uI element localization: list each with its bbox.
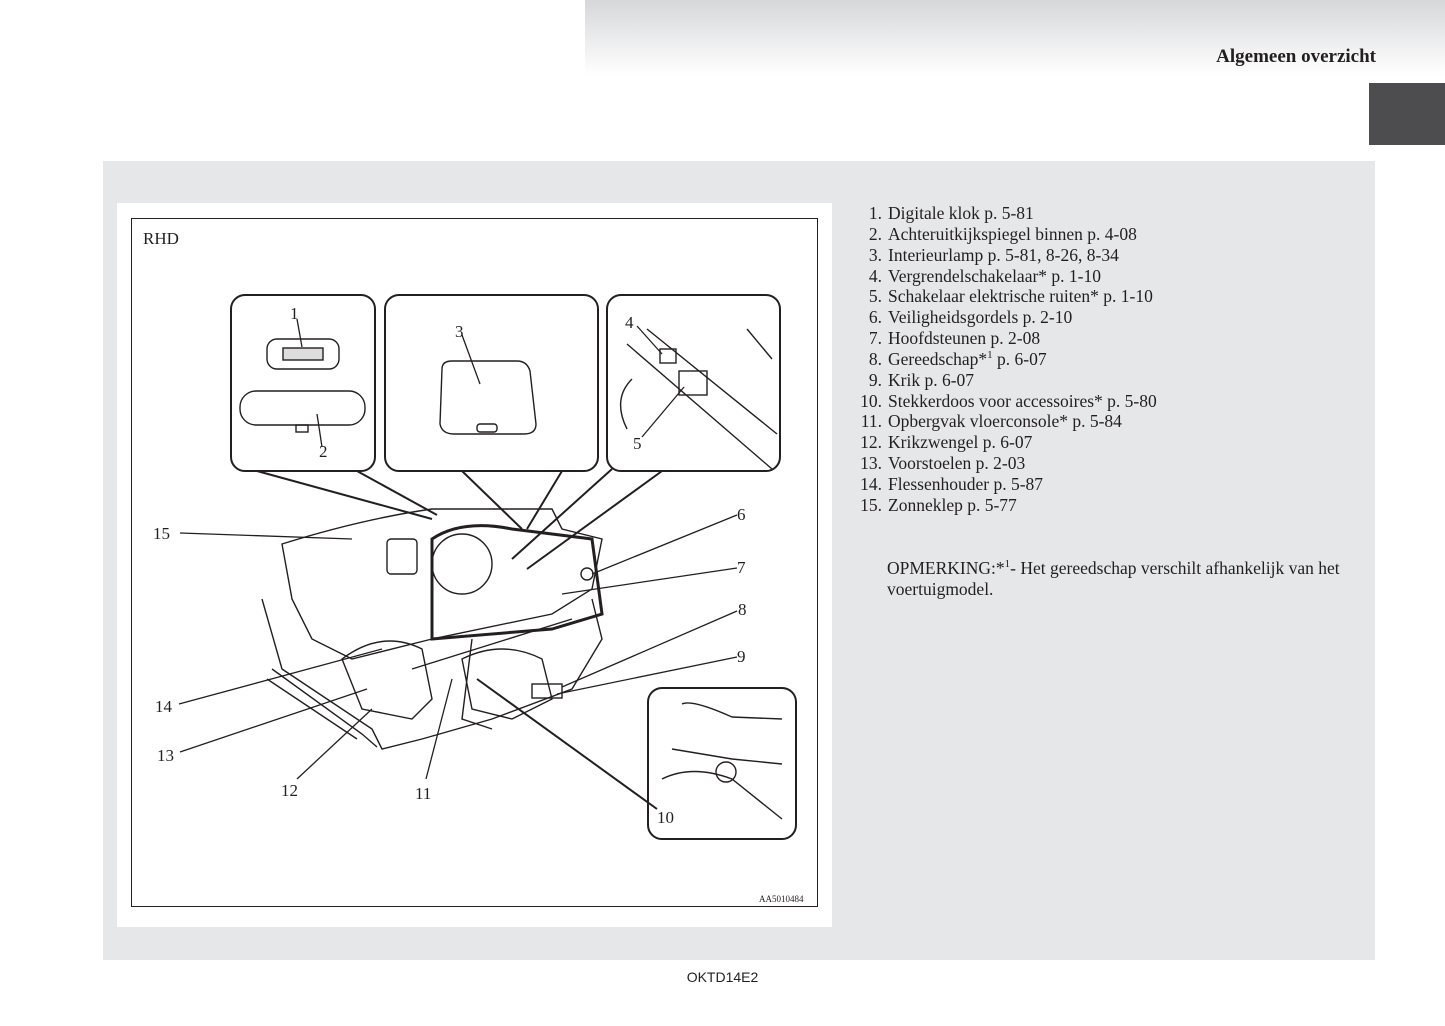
legend-number: 10.: [860, 390, 882, 411]
figure-frame: RHD 1 2 3 4 5 6 7 8 9 10 11 12 13 14 15 …: [131, 218, 818, 907]
inset-accessory-socket: [647, 687, 797, 840]
legend-number: 8.: [868, 348, 882, 369]
legend-number: 5.: [868, 286, 882, 307]
callout-2: 2: [319, 442, 328, 461]
footnote-marker: 1: [987, 349, 993, 362]
callout-8: 8: [738, 600, 747, 619]
legend-number: 15.: [860, 494, 882, 515]
callout-6: 6: [737, 505, 746, 524]
section-title: Algemeen overzicht: [1216, 46, 1376, 67]
legend-item: 11. Opbergvak vloerconsole* p. 5-84: [852, 411, 1157, 432]
legend-text: Opbergvak vloerconsole* p. 5-84: [888, 411, 1122, 432]
legend-text: Krikzwengel p. 6-07: [888, 432, 1033, 453]
callout-7: 7: [737, 558, 746, 577]
socket-icon: [715, 761, 737, 783]
legend-text: Stekkerdoos voor accessoires* p. 5-80: [888, 390, 1157, 411]
leader-lines: [178, 318, 738, 810]
legend-item: 15. Zonneklep p. 5-77: [852, 495, 1157, 516]
legend-item: 1. Digitale klok p. 5-81: [852, 203, 1157, 224]
legend-page-ref: p. 6-07: [992, 348, 1047, 369]
legend-text: Schakelaar elektrische ruiten* p. 1-10: [888, 286, 1153, 307]
note-prefix: OPMERKING:*: [887, 558, 1005, 578]
callout-1: 1: [290, 304, 299, 323]
legend-text: Digitale klok p. 5-81: [888, 203, 1034, 223]
interior-illustration: RHD 1 2 3 4 5 6 7 8 9 10 11 12 13 14 15 …: [143, 229, 804, 904]
legend-text: Vergrendelschakelaar* p. 1-10: [888, 265, 1101, 286]
legend-item: 6. Veiligheidsgordels p. 2-10: [852, 307, 1157, 328]
legend-text: Achteruitkijkspiegel binnen p. 4-08: [888, 223, 1137, 244]
interior-overview-figure: RHD 1 2 3 4 5 6 7 8 9 10 11 12 13 14 15 …: [117, 203, 832, 927]
legend-item: 14. Flessenhouder p. 5-87: [852, 474, 1157, 495]
legend-item: 4. Vergrendelschakelaar* p. 1-10: [852, 266, 1157, 287]
legend-text: Veiligheidsgordels p. 2-10: [888, 307, 1073, 328]
callout-3: 3: [455, 322, 464, 341]
legend-text: Voorstoelen p. 2-03: [888, 453, 1026, 474]
note: OPMERKING:*1- Het gereedschap verschilt …: [887, 558, 1372, 600]
cabin-sketch: [261, 508, 604, 750]
inset-interior-lamp: [384, 294, 599, 472]
legend-number: 1.: [868, 203, 882, 223]
callout-15: 15: [153, 524, 170, 543]
legend-text: Krik p. 6-07: [888, 369, 975, 390]
lamp-icon: [439, 360, 537, 435]
footnote-marker: 1: [1004, 558, 1011, 571]
inset-window-switches: [606, 294, 781, 472]
legend-item: 12. Krikzwengel p. 6-07: [852, 432, 1157, 453]
legend-number: 12.: [860, 432, 882, 453]
variant-label: RHD: [143, 229, 179, 248]
clock-icon: [266, 338, 340, 370]
legend-text: Hoofdsteunen p. 2-08: [888, 328, 1041, 349]
legend-number: 14.: [860, 473, 882, 494]
note-text: - Het gereedschap verschilt afhankelijk …: [887, 558, 1340, 599]
legend-text: Gereedschap*: [888, 348, 988, 369]
legend-number: 6.: [868, 307, 882, 328]
legend-item: 13. Voorstoelen p. 2-03: [852, 453, 1157, 474]
legend-number: 9.: [868, 369, 882, 390]
legend-text: Zonneklep p. 5-77: [888, 494, 1017, 515]
legend-number: 7.: [868, 328, 882, 349]
callout-11: 11: [415, 784, 431, 803]
inset-clock-mirror: [230, 294, 376, 472]
legend-item: 7. Hoofdsteunen p. 2-08: [852, 328, 1157, 349]
legend-item: 3. Interieurlamp p. 5-81, 8-26, 8-34: [852, 245, 1157, 266]
legend-number: 11.: [860, 411, 882, 432]
legend-item: 9. Krik p. 6-07: [852, 370, 1157, 391]
legend-item: 10. Stekkerdoos voor accessoires* p. 5-80: [852, 391, 1157, 412]
lock-switch-icon: [659, 348, 677, 364]
header-band: [585, 0, 1445, 75]
legend-item: 8. Gereedschap*1 p. 6-07: [852, 349, 1157, 370]
legend-text: Interieurlamp p. 5-81, 8-26, 8-34: [888, 244, 1119, 265]
legend-number: 4.: [868, 265, 882, 286]
callout-9: 9: [737, 647, 746, 666]
callout-10: 10: [657, 808, 674, 827]
chapter-tab-marker: [1369, 83, 1445, 145]
callout-4: 4: [625, 313, 634, 332]
legend-number: 2.: [868, 223, 882, 244]
legend-number: 13.: [860, 453, 882, 474]
legend-text: Flessenhouder p. 5-87: [888, 473, 1044, 494]
footer-code: OKTD14E2: [686, 969, 759, 985]
callout-5: 5: [633, 434, 642, 453]
mirror-icon: [239, 390, 366, 426]
legend-item: 2. Achteruitkijkspiegel binnen p. 4-08: [852, 224, 1157, 245]
legend-list: 1. Digitale klok p. 5-81 2. Achteruitkijks…: [852, 203, 1157, 516]
window-switch-icon: [678, 370, 708, 396]
figure-code: AA5010484: [759, 894, 804, 904]
legend-number: 3.: [868, 244, 882, 265]
legend-item: 5. Schakelaar elektrische ruiten* p. 1-10: [852, 286, 1157, 307]
callout-13: 13: [157, 746, 174, 765]
callout-14: 14: [155, 697, 173, 716]
callout-12: 12: [281, 781, 298, 800]
